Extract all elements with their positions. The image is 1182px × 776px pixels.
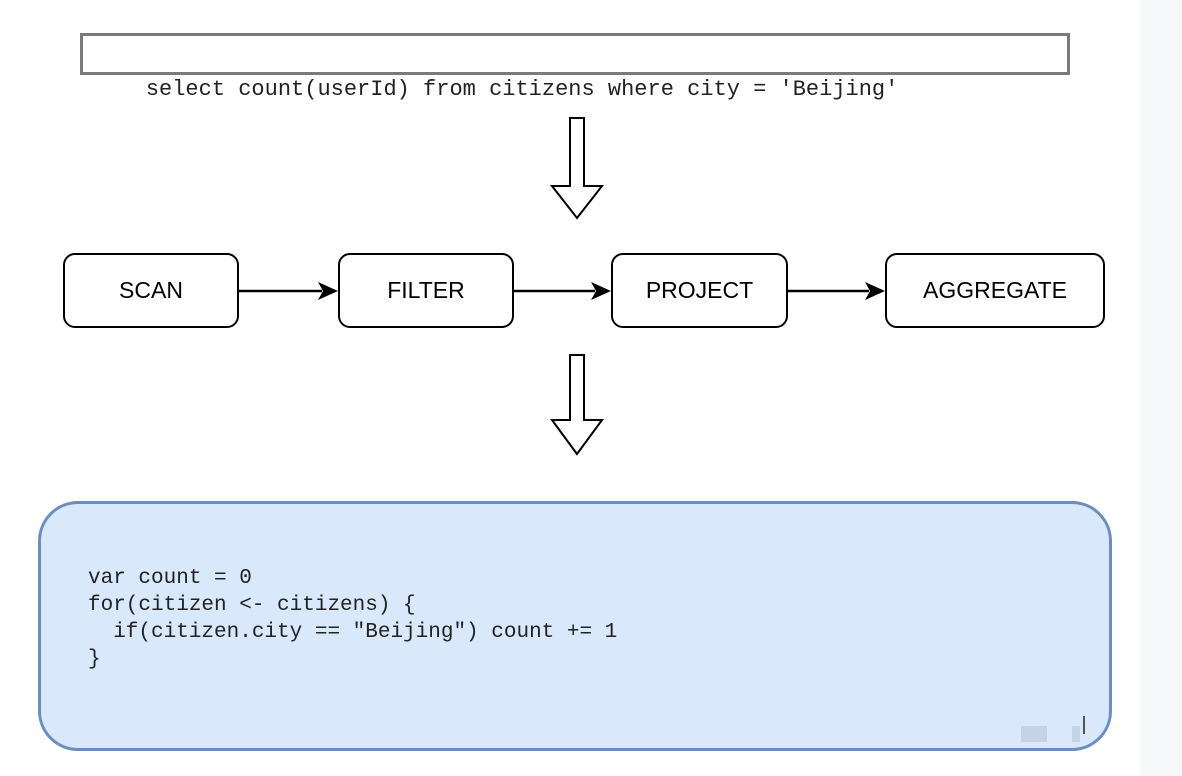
corner-artifact [1072, 726, 1080, 742]
stage-filter: FILTER [338, 253, 514, 328]
stage-aggregate: AGGREGATE [885, 253, 1105, 328]
stage-label: AGGREGATE [923, 277, 1067, 303]
text-cursor [1083, 716, 1085, 734]
stage-label: SCAN [119, 277, 183, 303]
corner-artifact [1021, 726, 1047, 742]
arrow-head-filter-to-project-icon [591, 282, 611, 300]
code-line: var count = 0 [88, 567, 252, 590]
code-line: if(citizen.city == "Beijing") count += 1 [88, 621, 618, 644]
sql-query-box: select count(userId) from citizens where… [80, 33, 1070, 102]
arrow-head-scan-to-filter-icon [318, 282, 338, 300]
right-side-panel [1140, 0, 1182, 776]
down-arrow-bottom-icon [550, 354, 604, 456]
arrow-head-project-to-aggregate-icon [865, 282, 885, 300]
stage-label: FILTER [387, 277, 465, 303]
stage-label: PROJECT [645, 277, 754, 303]
stage-project: PROJECT [611, 253, 788, 328]
code-line: for(citizen <- citizens) { [88, 594, 416, 617]
generated-code-box [38, 501, 1112, 751]
code-line: } [88, 648, 101, 671]
stage-scan: SCAN [63, 253, 239, 328]
down-arrow-top-icon [549, 117, 605, 220]
sql-query-text: select count(userId) from citizens where… [145, 77, 899, 102]
